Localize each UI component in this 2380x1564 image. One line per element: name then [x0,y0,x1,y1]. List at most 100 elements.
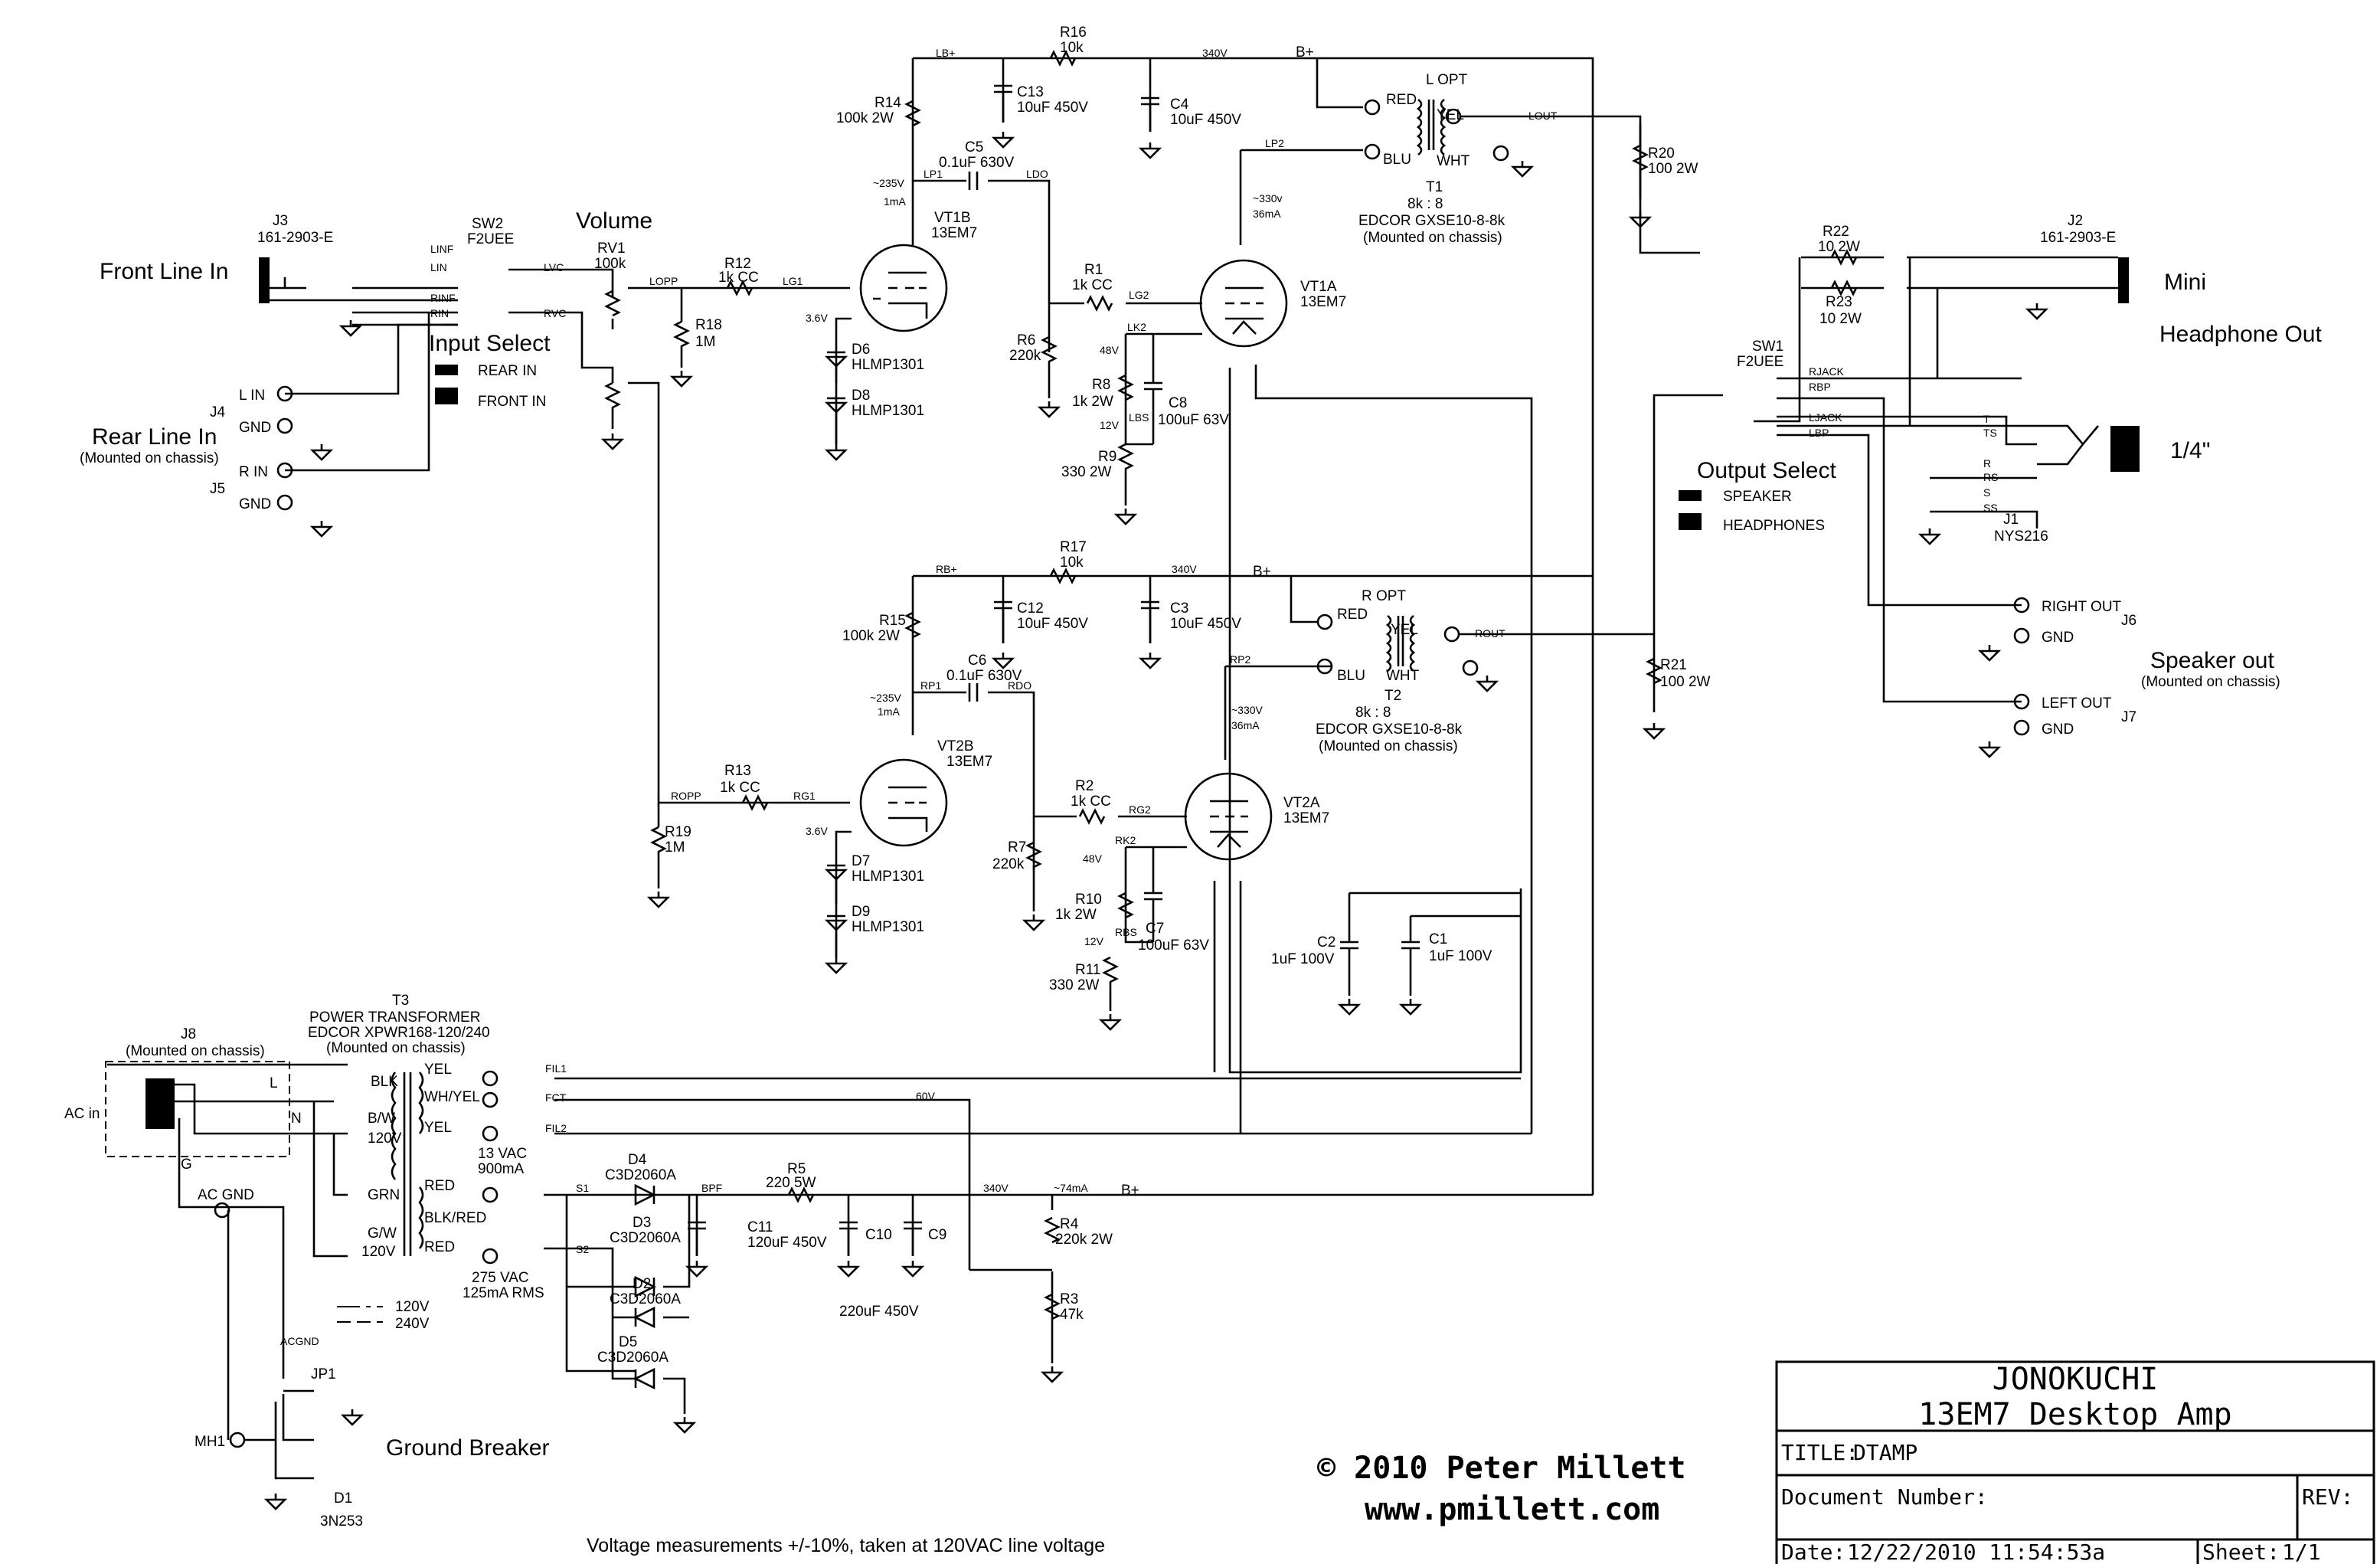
net-1ma-right: 1mA [878,705,900,718]
net-ljack: LJACK [1809,411,1842,424]
j6-label: J6 [2121,613,2136,629]
r6-value: 220k [1009,348,1041,364]
rv1-ref: RV1 [597,240,626,257]
net-fil1: FIL1 [545,1062,567,1075]
net-rg2: RG2 [1129,803,1151,816]
t2-ratio: 8k : 8 [1355,705,1391,721]
d9-type: HLMP1301 [852,919,924,935]
ground-symbol [901,1261,925,1278]
j1-pin-ts: TS [1983,427,1997,439]
r12-symbol [726,280,754,296]
net-rp1: RP1 [920,679,941,692]
b-plus-bottom: B+ [1121,1183,1139,1199]
net-lvc: LVC [544,261,564,273]
ground-symbol [1628,211,1653,228]
r14-ref: R14 [875,95,901,111]
project-name: JONOKUCHI [1993,1362,2159,1397]
vt2b-ref: VT2B [937,738,974,754]
c13-symbol [994,84,1012,123]
ground-symbol [824,444,848,461]
rv1-symbol [604,290,621,317]
c5-ref: C5 [965,139,983,155]
resistors [604,50,1858,1320]
j2-part: 161-2903-E [2040,230,2116,246]
c12-symbol [994,600,1012,643]
legend-120: 120V [395,1299,430,1315]
c10-symbol [839,1221,858,1256]
rectifiers [633,1183,656,1390]
net-rinf: RINF [430,292,456,304]
net-rb-plus: RB+ [936,563,957,575]
d1-part: 3N253 [320,1513,363,1530]
c4-symbol [1141,97,1159,132]
r8-ref: R8 [1092,377,1110,393]
leds [824,351,848,957]
j8-n: N [291,1111,302,1127]
c6-symbol [968,683,979,702]
c6-value: 0.1uF 630V [946,668,1022,684]
d3-part: C3D2060A [610,1230,681,1246]
ground-symbol [1917,528,1942,545]
r2-value: 1k CC [1071,793,1111,810]
t2-part: EDCOR GXSE10-8-8k [1316,721,1463,738]
net-lg1: LG1 [783,275,803,287]
net-340v-mid: 340V [1172,563,1197,575]
net-ropp: ROPP [671,790,701,802]
c7-ref: C7 [1146,921,1164,937]
net-330v-right: ~330V [1231,704,1264,716]
wire-yel-top: YEL [424,1062,452,1078]
c13-value: 10uF 450V [1017,100,1088,116]
net-bpf: BPF [701,1182,722,1194]
net-rvc: RVC [544,307,566,319]
d6-ref: D6 [852,342,870,358]
net-48v-right: 48V [1083,852,1103,865]
t1-ratio: 8k : 8 [1407,196,1443,212]
r13-symbol [741,794,769,811]
ac-in-label: AC in [64,1106,100,1122]
vt1a-envelope [1199,259,1288,348]
net-60v: 60V [916,1090,936,1102]
ground-symbol [1642,723,1666,740]
t2-red: RED [1337,607,1368,623]
r10-value: 1k 2W [1055,907,1097,923]
d1-ref: D1 [334,1490,352,1507]
net-36ma-right: 36mA [1231,719,1260,731]
t2-sub: (Mounted on chassis) [1319,738,1458,754]
r22-value: 10 2W [1818,239,1860,255]
c8-symbol [1144,334,1162,444]
r14-value: 100k 2W [836,110,894,126]
t2-blu: BLU [1337,668,1365,684]
net-lb-plus: LB+ [936,47,955,59]
vt1b-ref: VT1B [934,210,971,226]
r21-value: 100 2W [1660,674,1711,690]
d2-ref: D2 [633,1276,651,1292]
r-in-label: R IN [239,464,268,480]
ground-symbol [991,132,1015,149]
r16-symbol [1049,50,1077,67]
r4-value: 220k 2W [1055,1232,1113,1248]
d4-part: C3D2060A [605,1167,676,1183]
r19-value: 1M [665,839,685,856]
c7-symbol [1144,847,1162,942]
r12-ref: R12 [724,256,751,272]
c8-ref: C8 [1169,395,1187,411]
r5-ref: R5 [787,1161,806,1177]
r11-ref: R11 [1075,962,1100,978]
ground-symbol [1037,401,1061,418]
l-opt-label: L OPT [1426,72,1468,88]
d8-ref: D8 [852,388,870,404]
net-fil2: FIL2 [545,1122,567,1134]
t1-blu: BLU [1383,152,1411,168]
j1-pin-t: T [1983,413,1990,425]
document-number-label: Document Number: [1781,1484,1988,1510]
net-36ma-left: 36mA [1253,208,1281,220]
net-lbs: LBS [1129,411,1149,424]
net-s2: S2 [576,1243,589,1255]
jacks [105,256,2140,1448]
ground-symbol [1098,1014,1123,1031]
power-transformer [391,1072,424,1256]
net-12v-left: 12V [1100,419,1120,431]
c3-ref: C3 [1170,600,1188,617]
j4-label: J4 [210,404,226,420]
